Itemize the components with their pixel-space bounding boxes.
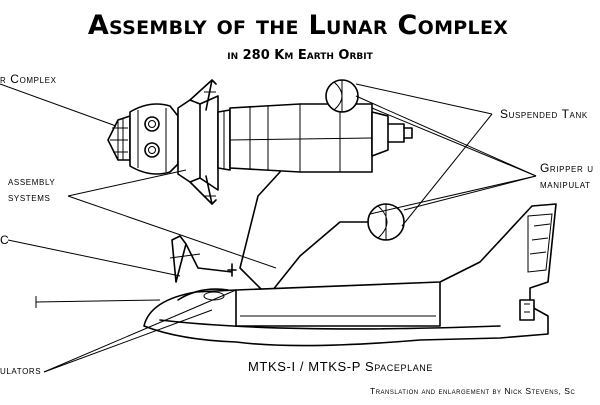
label-gripper-line1: Gripper u — [540, 161, 594, 175]
label-lunar-complex: r Complex — [0, 72, 57, 86]
gripper-manipulator-arm — [239, 171, 369, 301]
page-title: Assembly of the Lunar Complex — [88, 10, 508, 41]
lunar-complex-drawing — [107, 79, 413, 205]
label-suspended-tanks: Suspended Tank — [500, 107, 588, 121]
spaceplane-drawing — [143, 203, 557, 347]
label-gripper-line2: manipulat — [540, 177, 591, 191]
leader-lines — [0, 83, 537, 373]
credit-line: Translation and enlargement by Nick Stev… — [370, 386, 575, 396]
label-assembly-systems-line1: assembly — [8, 174, 55, 188]
label-spaceplane: MTKS-I / MTKS-P Spaceplane — [248, 359, 433, 374]
suspended-tank-upper — [325, 79, 359, 113]
label-left-c: C — [0, 233, 9, 247]
label-manipulators-left: ulators — [0, 363, 41, 377]
label-assembly-systems-line2: systems — [8, 190, 50, 204]
suspended-tank-lower — [367, 203, 405, 241]
page-subtitle: in 280 Km Earth Orbit — [227, 48, 373, 63]
